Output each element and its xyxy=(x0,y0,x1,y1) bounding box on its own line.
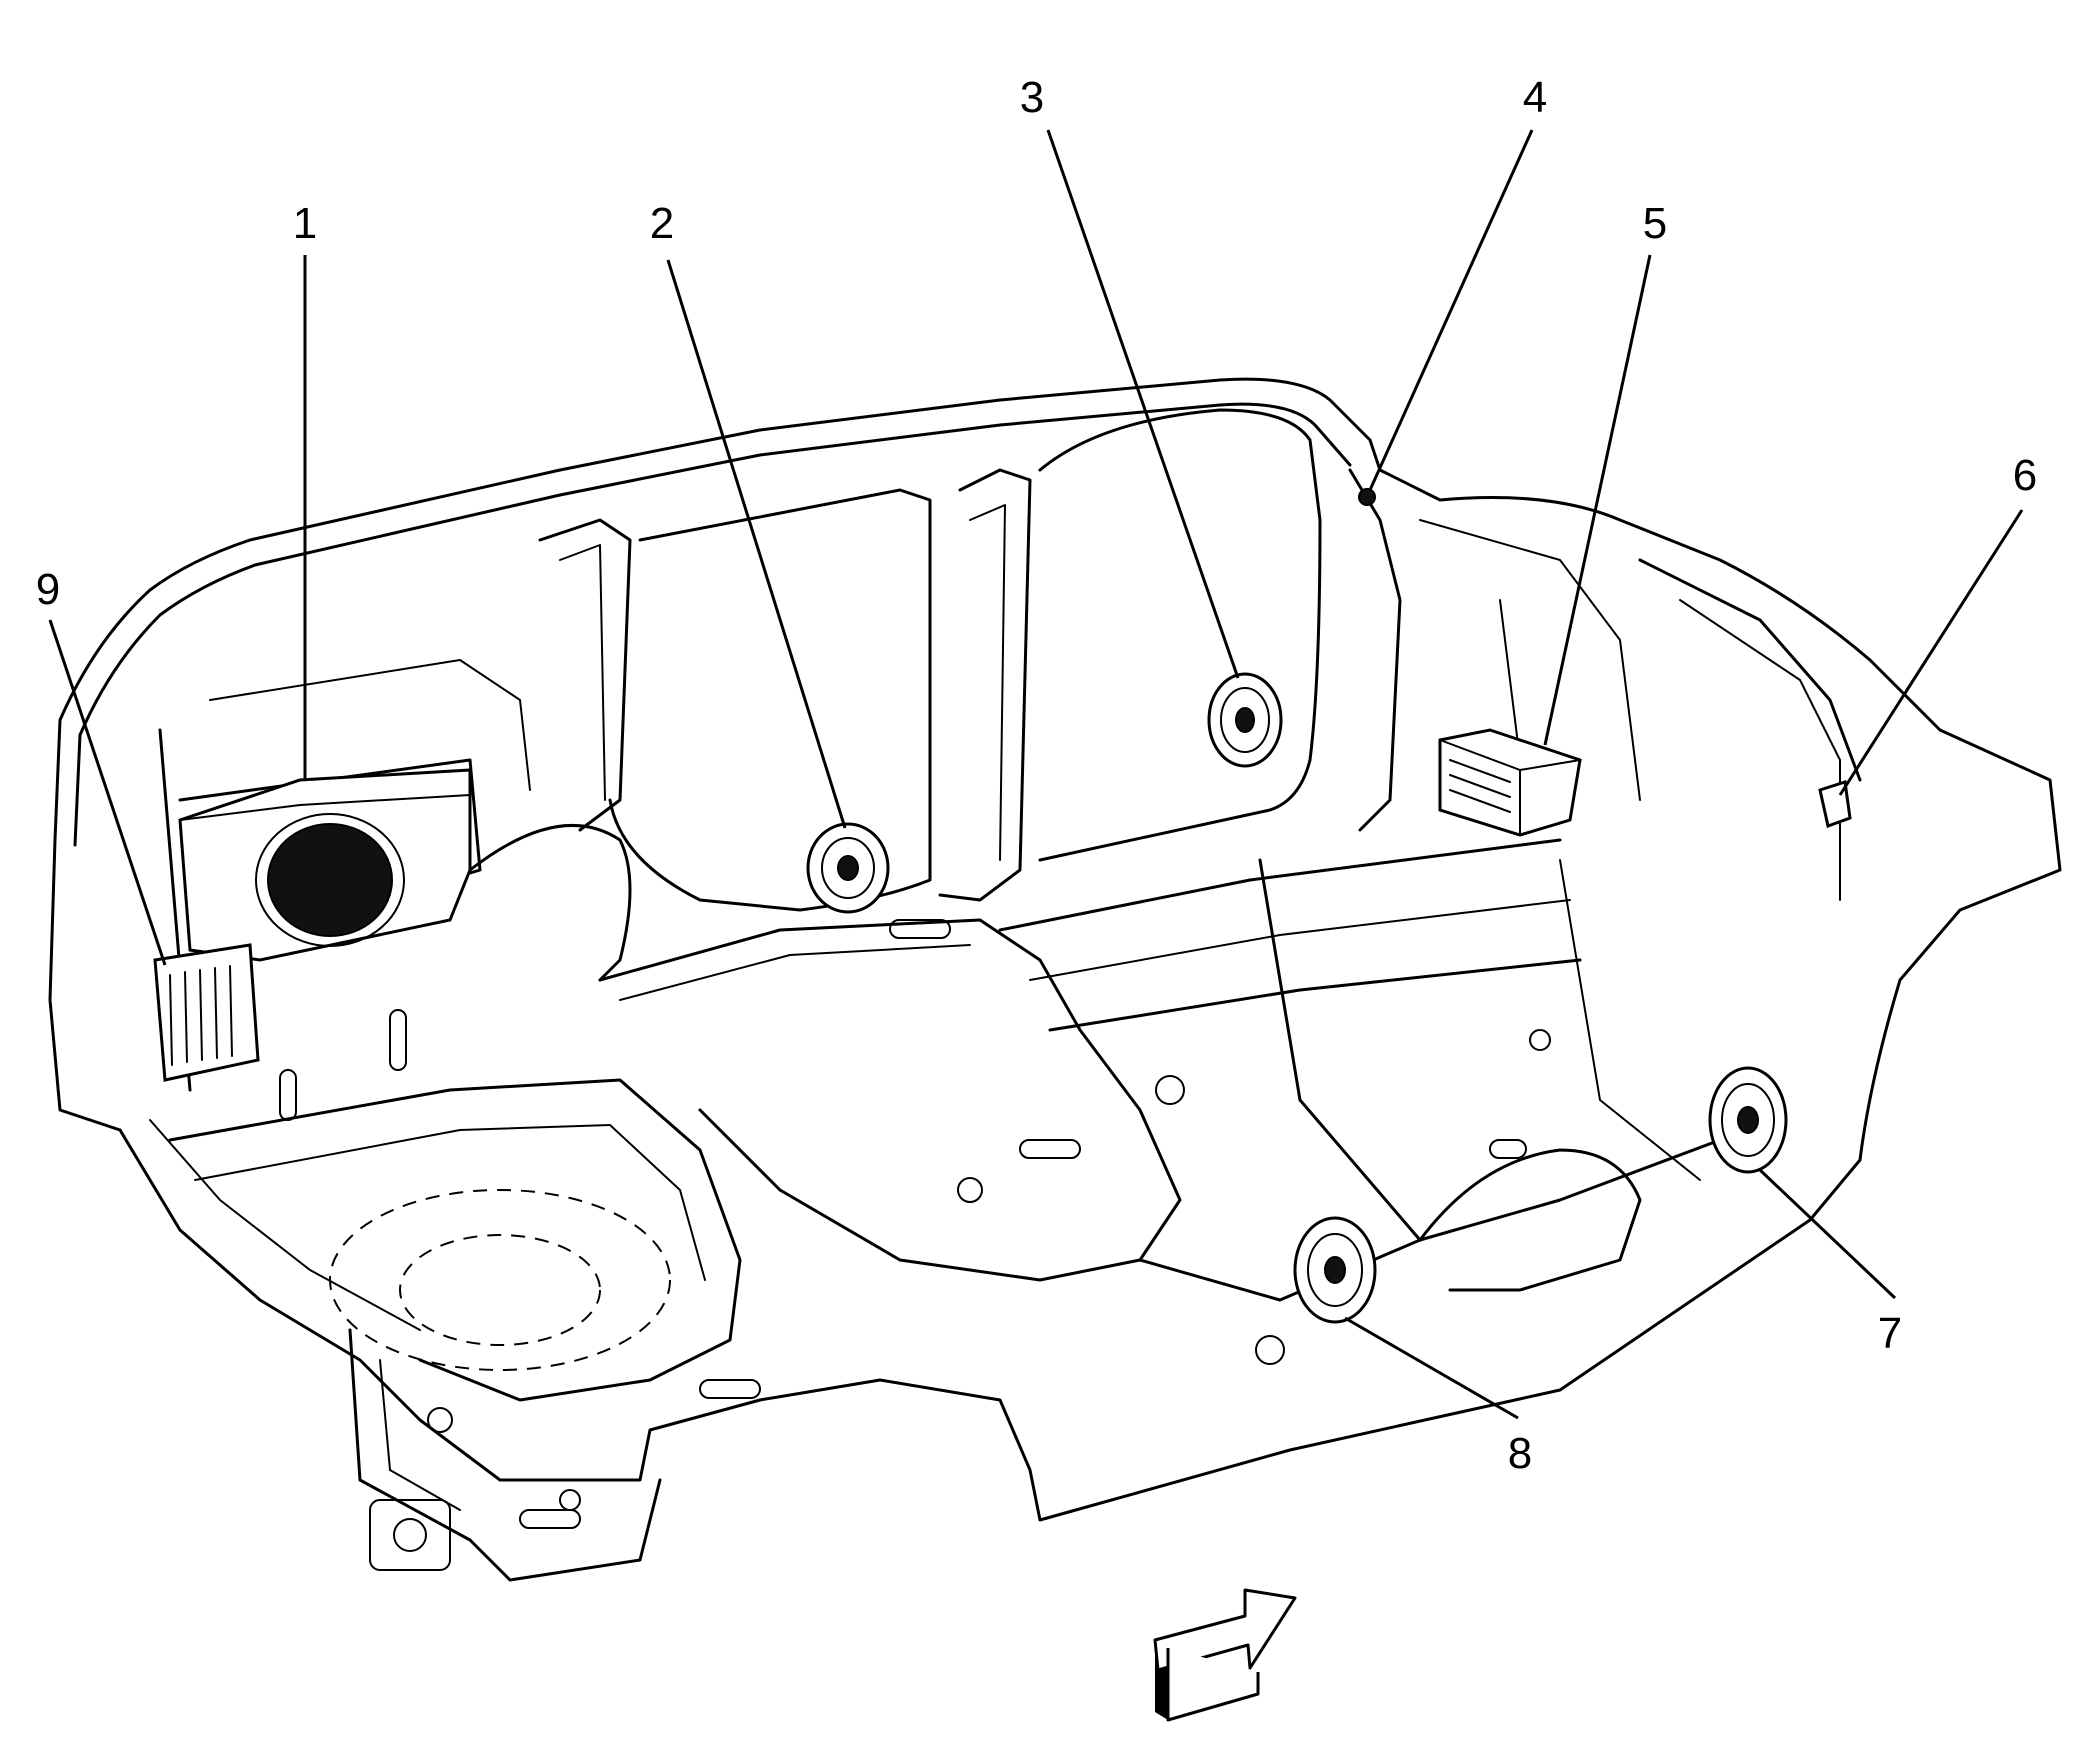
leader-line-5 xyxy=(1543,254,1652,746)
callout-1: 1 xyxy=(293,199,317,248)
leader-line-2 xyxy=(666,259,847,829)
leader-line-9 xyxy=(48,619,167,966)
radio-receiver xyxy=(1438,728,1582,837)
callout-8: 8 xyxy=(1508,1429,1532,1478)
leader-lines xyxy=(48,129,2024,1420)
speaker-left-front-door xyxy=(1207,672,1283,768)
speaker-right-rear-door xyxy=(1293,1216,1377,1324)
vehicle-body-illustration xyxy=(48,377,2062,1582)
callout-6: 6 xyxy=(2013,451,2037,500)
leader-line-3 xyxy=(1046,129,1240,679)
audio-amplifier xyxy=(153,943,260,1082)
leader-line-7 xyxy=(1758,1168,1897,1300)
callout-7: 7 xyxy=(1878,1309,1902,1358)
callout-3: 3 xyxy=(1020,73,1044,122)
callout-labels: 1 2 3 4 5 6 7 8 9 xyxy=(36,73,2037,1478)
callout-4: 4 xyxy=(1523,73,1547,122)
subwoofer-enclosure xyxy=(178,768,472,962)
leader-line-6 xyxy=(1838,509,2024,796)
callout-5: 5 xyxy=(1643,199,1667,248)
leader-line-8 xyxy=(1344,1316,1519,1420)
speaker-right-front-door xyxy=(1708,1066,1788,1174)
callout-9: 9 xyxy=(36,565,60,614)
pillar-mounted-component xyxy=(1358,488,1376,506)
callout-2: 2 xyxy=(650,199,674,248)
leader-line-4 xyxy=(1368,129,1534,491)
forward-arrow-icon xyxy=(1153,1588,1297,1722)
speaker-left-rear-door xyxy=(806,822,890,914)
